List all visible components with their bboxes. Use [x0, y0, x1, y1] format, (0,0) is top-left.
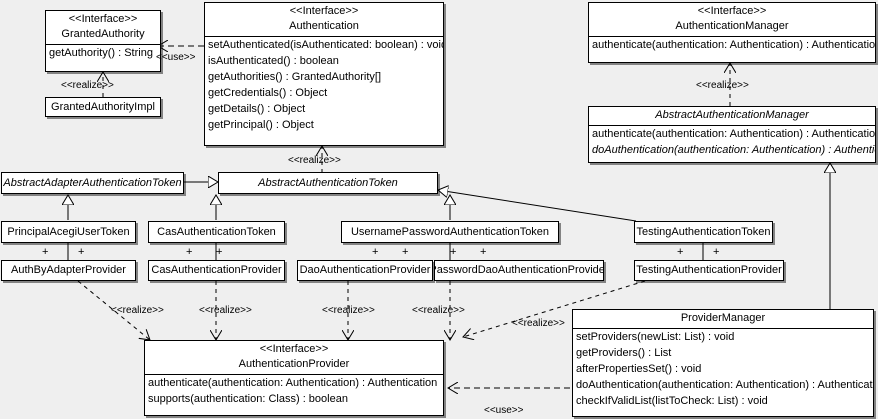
class-name: UsernamePasswordAuthenticationToken	[350, 225, 550, 238]
method-item: getCredentials() : Object	[208, 87, 328, 99]
class-testing-authentication-token[interactable]: TestingAuthenticationToken	[634, 221, 773, 243]
edge-label-realize-cas-authentication-provider: <<realize>>	[199, 305, 252, 316]
class-header: <<Interface>> GrantedAuthority	[46, 11, 160, 44]
class-dao-authentication-provider[interactable]: DaoAuthenticationProvider	[297, 260, 433, 281]
class-abstract-authentication-manager[interactable]: AbstractAuthenticationManager authentica…	[588, 106, 876, 163]
class-name: AbstractAuthenticationManager	[655, 109, 809, 121]
class-name: CasAuthenticationProvider	[151, 264, 282, 276]
method-item: isAuthenticated() : boolean	[208, 55, 339, 67]
edge-label-realize-abstract-authentication-token: <<realize>>	[288, 155, 341, 166]
multiplicity-plus: +	[713, 246, 720, 258]
class-name: GrantedAuthority	[61, 28, 145, 40]
member-compartment: authenticate(authentication: Authenticat…	[589, 36, 875, 53]
multiplicity-plus: +	[372, 246, 379, 258]
class-name: GrantedAuthorityImpl	[51, 100, 155, 113]
class-name: TestingAuthenticationToken	[636, 225, 771, 238]
class-principal-acegi-user-token[interactable]: PrincipalAcegiUserToken	[1, 221, 136, 243]
class-granted-authority[interactable]: <<Interface>> GrantedAuthority getAuthor…	[45, 10, 161, 72]
method-item: authenticate(authentication: Authenticat…	[592, 128, 876, 140]
edge-label-use-authentication-granted-authority: <<use>>	[156, 52, 196, 63]
multiplicity-plus: +	[78, 246, 85, 258]
multiplicity-plus: +	[480, 246, 487, 258]
edge-label-realize-testing-authentication-provider: <<realize>>	[512, 318, 565, 329]
method-item: setProviders(newList: List) : void	[576, 331, 735, 343]
method-item: authenticate(authentication: Authenticat…	[148, 377, 438, 389]
multiplicity-plus: +	[450, 246, 457, 258]
member-compartment: setProviders(newList: List) : void getPr…	[573, 328, 873, 409]
method-item: getAuthorities() : GrantedAuthority[]	[208, 71, 382, 83]
class-auth-by-adapter-provider[interactable]: AuthByAdapterProvider	[1, 260, 136, 281]
method-item: afterPropertiesSet() : void	[576, 363, 702, 375]
multiplicity-plus: +	[677, 246, 684, 258]
multiplicity-plus: +	[216, 246, 223, 258]
stereotype-label: <<Interface>>	[289, 5, 359, 17]
class-name: CasAuthenticationToken	[157, 225, 276, 238]
class-name: TestingAuthenticationProvider	[636, 264, 782, 276]
method-item: doAuthentication(authentication: Authent…	[592, 144, 876, 156]
class-header: AbstractAuthenticationManager	[589, 107, 875, 125]
class-cas-authentication-provider[interactable]: CasAuthenticationProvider	[148, 260, 285, 281]
edge-label-realize-dao-authentication-provider: <<realize>>	[322, 305, 375, 316]
member-compartment: getAuthority() : String	[46, 44, 160, 61]
member-compartment: authenticate(authentication: Authenticat…	[145, 374, 443, 407]
stereotype-label: <<Interface>>	[697, 5, 767, 17]
edge-label-realize-auth-by-adapter-provider: <<realize>>	[111, 305, 164, 316]
class-authentication[interactable]: <<Interface>> Authentication setAuthenti…	[204, 2, 444, 146]
member-compartment: setAuthenticated(isAuthenticated: boolea…	[205, 36, 443, 133]
multiplicity-plus: +	[42, 246, 49, 258]
method-item: getAuthority() : String	[49, 47, 153, 59]
class-header: ProviderManager	[573, 310, 873, 328]
class-header: <<Interface>> AuthenticationProvider	[145, 341, 443, 374]
edge-label-realize-abstract-authentication-manager: <<realize>>	[696, 80, 749, 91]
class-name: AuthenticationProvider	[238, 358, 350, 370]
method-item: doAuthentication(authentication: Authent…	[576, 379, 874, 391]
stereotype-label: <<Interface>>	[68, 13, 138, 25]
member-compartment: authenticate(authentication: Authenticat…	[589, 125, 875, 158]
method-item: getDetails() : Object	[208, 103, 306, 115]
edge-label-use-provider-manager: <<use>>	[484, 405, 524, 416]
class-cas-authentication-token[interactable]: CasAuthenticationToken	[148, 221, 285, 243]
method-item: setAuthenticated(isAuthenticated: boolea…	[208, 39, 444, 51]
class-name: AuthByAdapterProvider	[11, 264, 126, 276]
class-authentication-provider[interactable]: <<Interface>> AuthenticationProvider aut…	[144, 340, 444, 416]
method-item: authenticate(authentication: Authenticat…	[592, 39, 876, 51]
class-abstract-adapter-authentication-token[interactable]: AbstractAdapterAuthenticationToken	[1, 172, 184, 194]
class-name: PasswordDaoAuthenticationProvider	[434, 264, 604, 276]
class-password-dao-authentication-provider[interactable]: PasswordDaoAuthenticationProvider	[434, 260, 604, 281]
method-item: getPrincipal() : Object	[208, 119, 314, 131]
edge-label-realize-password-dao-authentication-provider: <<realize>>	[412, 305, 465, 316]
class-name: AbstractAdapterAuthenticationToken	[3, 176, 182, 189]
class-name: AbstractAuthenticationToken	[258, 176, 398, 189]
class-granted-authority-impl[interactable]: GrantedAuthorityImpl	[45, 97, 161, 117]
class-header: <<Interface>> AuthenticationManager	[589, 3, 875, 36]
class-username-password-authentication-token[interactable]: UsernamePasswordAuthenticationToken	[341, 221, 559, 243]
class-authentication-manager[interactable]: <<Interface>> AuthenticationManager auth…	[588, 2, 876, 63]
class-name: PrincipalAcegiUserToken	[7, 225, 130, 238]
class-name: AuthenticationManager	[675, 20, 789, 32]
method-item: checkIfValidList(listToCheck: List) : vo…	[576, 395, 768, 407]
class-testing-authentication-provider[interactable]: TestingAuthenticationProvider	[634, 260, 784, 281]
class-name: DaoAuthenticationProvider	[299, 264, 431, 276]
class-name: Authentication	[289, 20, 359, 32]
multiplicity-plus: +	[402, 246, 409, 258]
method-item: getProviders() : List	[576, 347, 672, 359]
class-provider-manager[interactable]: ProviderManager setProviders(newList: Li…	[572, 309, 874, 417]
stereotype-label: <<Interface>>	[259, 343, 329, 355]
class-name: ProviderManager	[680, 312, 766, 324]
method-item: supports(authentication: Class) : boolea…	[148, 393, 348, 405]
class-abstract-authentication-token[interactable]: AbstractAuthenticationToken	[218, 172, 438, 194]
class-header: <<Interface>> Authentication	[205, 3, 443, 36]
edge-label-realize-granted-authority-impl: <<realize>>	[61, 80, 114, 91]
multiplicity-plus: +	[186, 246, 193, 258]
